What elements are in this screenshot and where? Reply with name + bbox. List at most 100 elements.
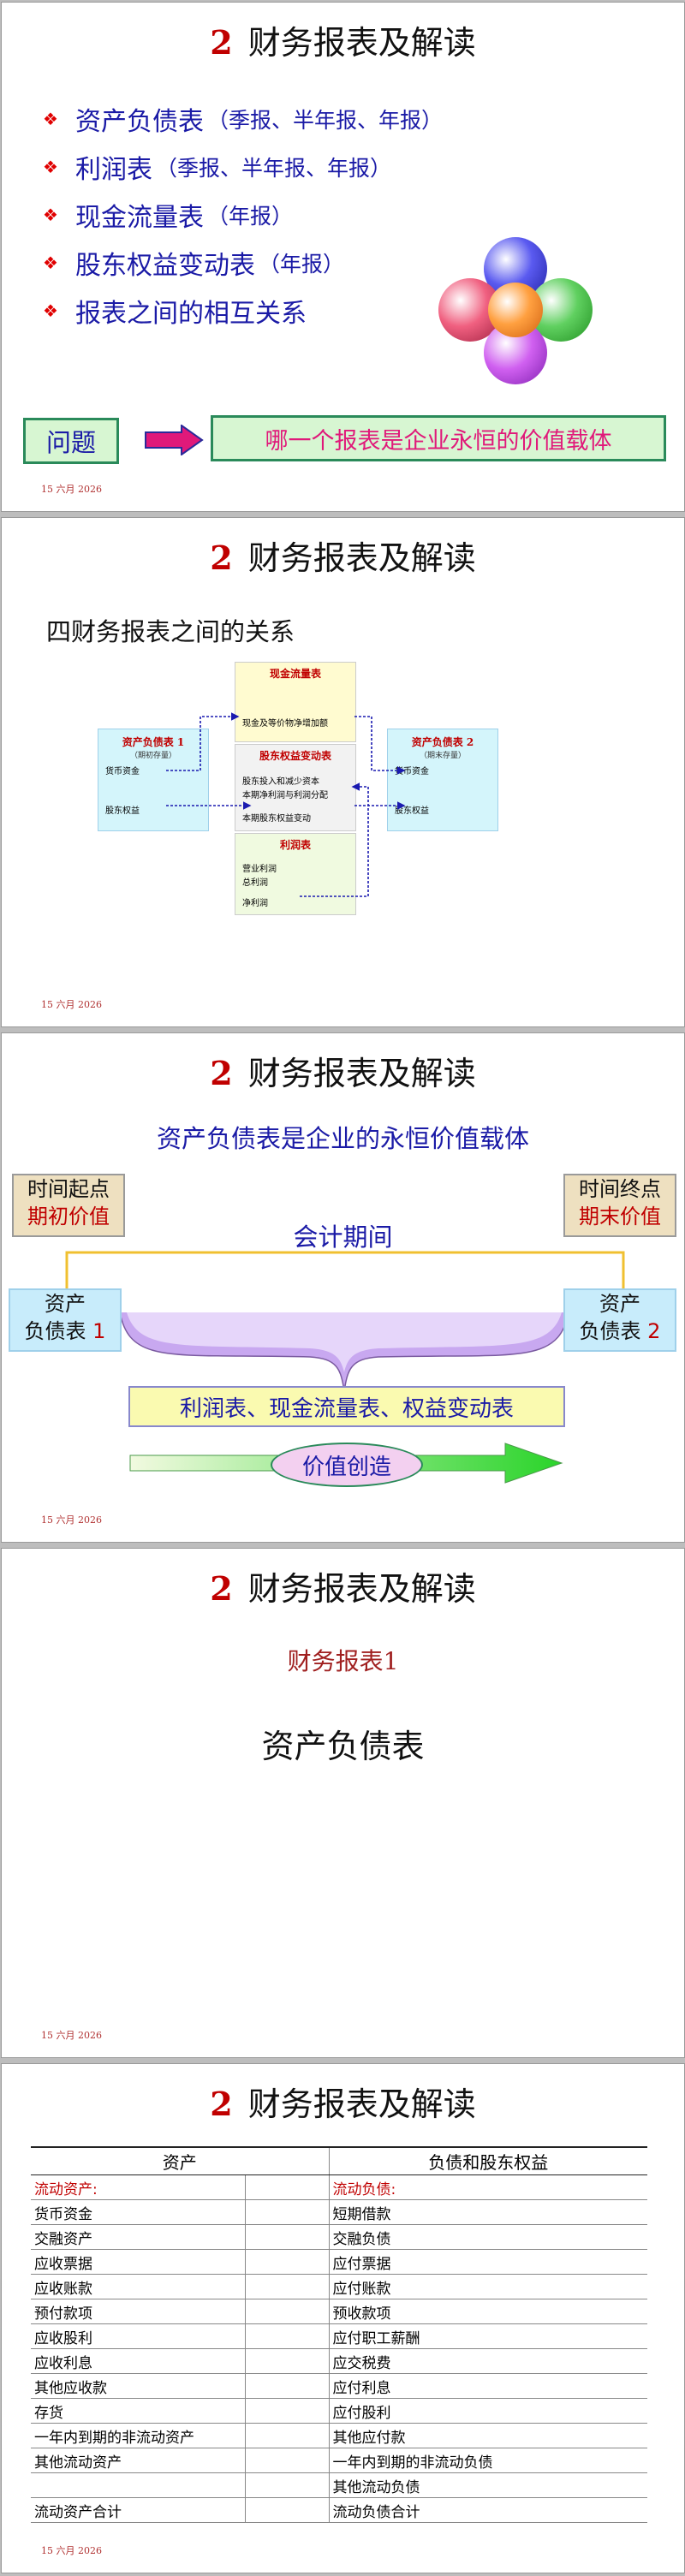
table-row: 应收利息应交税费 [31, 2348, 647, 2374]
spacer-cell [244, 2249, 329, 2275]
asset-cell: 其他流动资产 [31, 2448, 245, 2473]
asset-cell: 流动资产合计 [31, 2497, 245, 2523]
bs1-line: 货币资金 [105, 767, 140, 776]
asset-cell: 应收票据 [31, 2249, 245, 2275]
income-line: 总利润 [242, 878, 268, 888]
bs2-num: 2 [647, 1319, 661, 1343]
bullet-main: 利润表 [75, 155, 152, 185]
title-text: 财务报表及解读 [247, 1055, 476, 1092]
liability-cell: 其他流动负债 [328, 2472, 647, 2498]
bullet-main: 资产负债表 [75, 107, 204, 137]
table-header-row: 资产 负债和股东权益 [31, 2146, 647, 2175]
bs1-note: （期初存量） [129, 752, 176, 760]
question-text: 哪一个报表是企业永恒的价值载体 [211, 415, 666, 461]
bullet-list: ❖资产负债表（季报、半年报、年报） ❖利润表（季报、半年报、年报） ❖现金流量表… [43, 95, 443, 335]
section-number: 2 [210, 23, 233, 62]
date-footer: 15 六月 2026 [41, 999, 102, 1010]
spacer-cell [244, 2497, 329, 2523]
start-point-tag: 时间起点 期初价值 [12, 1174, 125, 1237]
relationship-arrows [166, 712, 406, 897]
table-row: 其他流动资产 一年内到期的非流动负债 [31, 2448, 647, 2473]
question-label: 问题 [23, 418, 119, 464]
colored-spheres-graphic [430, 234, 601, 405]
spacer-cell [244, 2224, 329, 2250]
diamond-bullet-icon: ❖ [43, 109, 58, 129]
table-row: 存货 应付股利 [31, 2398, 647, 2424]
diamond-bullet-icon: ❖ [43, 253, 58, 273]
liability-cell: 应付股利 [328, 2398, 647, 2424]
asset-cell: 存货 [31, 2398, 245, 2424]
bullet-main: 股东权益变动表 [75, 251, 255, 281]
section-heading: 资产负债表 [261, 1728, 425, 1765]
liability-cell: 一年内到期的非流动负债 [328, 2448, 647, 2473]
slide-title: 2 财务报表及解读 [2, 1047, 684, 1094]
table-row: 应收票据应付票据 [31, 2249, 647, 2275]
diamond-bullet-icon: ❖ [43, 157, 58, 177]
table-row: 货币资金短期借款 [31, 2199, 647, 2225]
sphere-orange [488, 283, 543, 337]
spacer-cell [244, 2373, 329, 2399]
slide-subtitle: 四财务报表之间的关系 [46, 617, 295, 646]
value-creation-ellipse: 价值创造 [271, 1443, 423, 1487]
table-row: 流动资产合计 流动负债合计 [31, 2497, 647, 2523]
asset-cell: 交融资产 [31, 2224, 245, 2250]
table-row: 流动资产:流动负债: [31, 2174, 647, 2200]
spacer-cell [244, 2398, 329, 2424]
slide-4: 2 财务报表及解读 财务报表1 资产负债表 15 六月 2026 [1, 1548, 685, 2058]
table-row: 其他流动负债 [31, 2472, 647, 2498]
list-item: ❖现金流量表（年报） [43, 191, 443, 239]
asset-cell: 应收账款 [31, 2274, 245, 2299]
cash-flow-box: 现金流量表 现金及等价物净增加额 [235, 662, 356, 742]
headline: 资产负债表是企业的永恒价值载体 [156, 1124, 529, 1153]
bs1-title: 资产负债表 1 [122, 736, 185, 748]
start-line1: 时间起点 [27, 1177, 110, 1201]
section-number: 2 [210, 1569, 233, 1608]
bs2-line: 股东权益 [395, 806, 429, 816]
title-text: 财务报表及解读 [247, 1570, 476, 1608]
asset-cell: 应收利息 [31, 2348, 245, 2374]
end-line1: 时间终点 [579, 1177, 661, 1201]
bs1-line: 股东权益 [105, 806, 140, 816]
date-footer: 15 六月 2026 [41, 2545, 102, 2556]
income-line: 净利润 [242, 899, 268, 908]
slide-title: 2 财务报表及解读 [2, 1562, 684, 1609]
bs1-line1: 资产 [45, 1292, 86, 1316]
slide-subtitle: 财务报表1 [287, 1647, 399, 1675]
list-item: ❖资产负债表（季报、半年报、年报） [43, 95, 443, 143]
liability-cell: 交融负债 [328, 2224, 647, 2250]
spacer-cell [244, 2299, 329, 2324]
bs2-line: 货币资金 [395, 767, 429, 776]
asset-cell: 应收股利 [31, 2323, 245, 2349]
bs1-num: 1 [92, 1319, 106, 1343]
table-row: 预付款项预收款项 [31, 2299, 647, 2324]
bullet-main: 报表之间的相互关系 [75, 299, 307, 329]
title-text: 财务报表及解读 [247, 539, 476, 577]
table-row: 应收股利应付职工薪酬 [31, 2323, 647, 2349]
spacer-cell [244, 2472, 329, 2498]
end-line2: 期末价值 [579, 1205, 661, 1229]
accounting-period: 会计期间 [293, 1223, 393, 1252]
bullet-main: 现金流量表 [75, 203, 204, 233]
table-row: 应收账款应付账款 [31, 2274, 647, 2299]
liability-cell: 应付利息 [328, 2373, 647, 2399]
date-footer: 15 六月 2026 [41, 2030, 102, 2041]
liability-cell: 其他应付款 [328, 2423, 647, 2448]
equity-line: 股东投入和减少资本 [242, 777, 319, 787]
start-line2: 期初价值 [27, 1205, 110, 1229]
asset-cell: 其他应收款 [31, 2373, 245, 2399]
section-number: 2 [210, 1054, 233, 1092]
spacer-cell [244, 2274, 329, 2299]
spacer-cell [244, 2448, 329, 2473]
title-text: 财务报表及解读 [247, 2085, 476, 2123]
bs2-note: （期末存量） [419, 752, 466, 760]
statements-box: 利润表、现金流量表、权益变动表 [128, 1386, 565, 1427]
cash-flow-title: 现金流量表 [269, 668, 321, 680]
equity-line: 本期净利润与利润分配 [242, 791, 328, 800]
income-title: 利润表 [279, 839, 311, 851]
liability-cell: 流动负债合计 [328, 2497, 647, 2523]
bs2-box: 资产负债表 2 （期末存量） 货币资金 股东权益 [387, 729, 498, 831]
